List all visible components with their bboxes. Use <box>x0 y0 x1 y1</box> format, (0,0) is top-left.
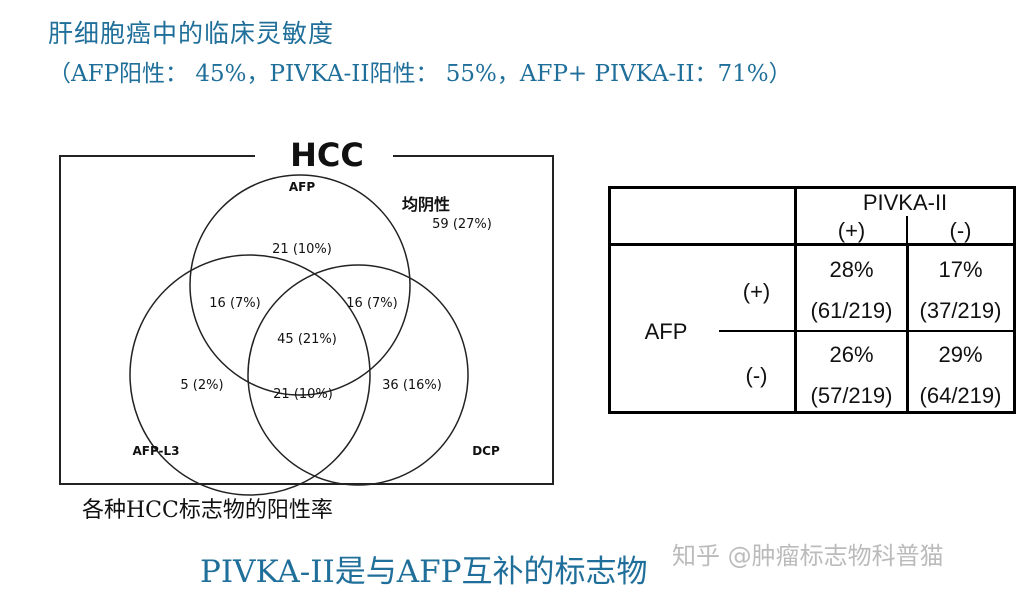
afp-l3-circle <box>129 254 371 496</box>
dcp-circle <box>247 264 469 486</box>
cell-pp-pct: 28% <box>829 257 874 282</box>
cell-nn-frac: (64/219) <box>919 383 1002 408</box>
cell-pn-pct: 17% <box>938 257 983 282</box>
cell-np-frac: (57/219) <box>810 383 893 408</box>
region-outside: 59 (27%) <box>432 217 492 232</box>
conclusion-text: PIVKA-II是与AFP互补的标志物 <box>200 554 648 590</box>
row-label-pos: (+) <box>742 279 771 304</box>
cell-nn-pct: 29% <box>938 342 983 367</box>
row-group-label: AFP <box>644 319 688 344</box>
row-label-neg: (-) <box>745 363 768 388</box>
set-label-dcp: DCP <box>472 444 500 458</box>
outside-label: 均阴性 <box>402 195 450 214</box>
venn-caption: 各种HCC标志物的阳性率 <box>82 498 333 523</box>
table-rule-v2-body <box>906 246 909 411</box>
table-rule-h-header <box>611 243 1013 246</box>
set-label-afp: AFP <box>289 180 315 194</box>
page-subtitle: （AFP阳性： 45%，PIVKA-II阳性： 55%，AFP+ PIVKA-I… <box>48 61 792 87</box>
set-label-afp-l3: AFP-L3 <box>132 444 179 458</box>
cell-pp-frac: (61/219) <box>810 298 893 323</box>
region-afp-dcp: 16 (7%) <box>346 296 397 311</box>
cell-pn-frac: (37/219) <box>919 298 1002 323</box>
venn-frame <box>59 155 554 485</box>
region-dcp-only: 36 (16%) <box>382 378 442 393</box>
afp-pivka-table: PIVKA-II (+) (-) AFP (+) (-) 28% (61/219… <box>608 186 1016 414</box>
table-rule-h-mid <box>719 330 1013 332</box>
region-afpl3-dcp: 21 (10%) <box>273 387 333 402</box>
afp-circle <box>189 174 411 396</box>
venn-box-title: HCC <box>290 136 364 174</box>
table-rule-v2-header <box>906 216 908 244</box>
watermark: 知乎 @肿瘤标志物科普猫 <box>672 542 944 570</box>
col-label-pos: (+) <box>837 218 866 243</box>
region-all-three: 45 (21%) <box>277 332 337 347</box>
region-afpl3-only: 5 (2%) <box>180 378 223 393</box>
region-afp-only: 21 (10%) <box>272 242 332 257</box>
col-group-label: PIVKA-II <box>862 190 948 215</box>
page-title: 肝细胞癌中的临床灵敏度 <box>48 19 335 48</box>
col-label-neg: (-) <box>949 218 972 243</box>
table-rule-v1 <box>794 189 797 411</box>
venn-diagram: HCC AFP AFP-L3 DCP 均阴性 59 (27%) 21 (10%)… <box>59 136 554 496</box>
region-afp-afpl3: 16 (7%) <box>209 296 260 311</box>
cell-np-pct: 26% <box>829 342 874 367</box>
